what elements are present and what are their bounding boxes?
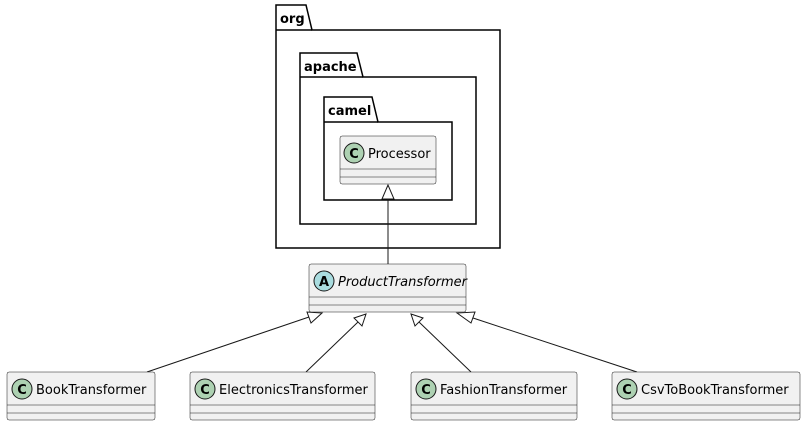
class-name-fashion-transformer: FashionTransformer <box>440 383 568 398</box>
extends-line-book <box>146 316 310 373</box>
extends-arrowhead-csv <box>455 311 476 324</box>
class-name-book-transformer: BookTransformer <box>36 383 147 398</box>
class-product-transformer[interactable]: A ProductTransformer <box>308 263 469 313</box>
class-csv-to-book-transformer[interactable]: C CsvToBookTransformer <box>611 371 801 421</box>
class-marker-icon <box>194 378 216 400</box>
abstract-marker-letter: A <box>319 275 329 290</box>
abstract-marker-icon <box>313 270 335 292</box>
class-marker-icon <box>415 378 437 400</box>
extends-arrowhead-book <box>306 311 324 324</box>
class-name-product-transformer: ProductTransformer <box>338 275 469 290</box>
class-marker-icon <box>343 142 365 164</box>
class-processor[interactable]: C Processor <box>339 135 437 185</box>
class-name-processor: Processor <box>368 147 431 162</box>
extends-arrowhead-electronics <box>353 313 367 327</box>
class-book-transformer[interactable]: C BookTransformer <box>6 371 156 421</box>
package-label-camel: camel <box>328 104 371 119</box>
extends-arrowhead-fashion <box>410 313 424 327</box>
relations <box>146 183 638 373</box>
class-name-csv-to-book-transformer: CsvToBookTransformer <box>641 383 789 398</box>
class-marker-letter: C <box>421 383 431 398</box>
class-marker-letter: C <box>622 383 632 398</box>
class-marker-letter: C <box>17 383 27 398</box>
class-marker-letter: C <box>200 383 210 398</box>
extends-line-fashion <box>418 321 472 373</box>
extends-line-electronics <box>305 321 359 373</box>
class-electronics-transformer[interactable]: C ElectronicsTransformer <box>189 371 376 421</box>
class-marker-icon <box>616 378 638 400</box>
extends-arrowhead-processor <box>381 183 395 200</box>
class-marker-letter: C <box>349 147 359 162</box>
package-label-org: org <box>280 12 305 27</box>
class-name-electronics-transformer: ElectronicsTransformer <box>219 383 369 398</box>
class-marker-icon <box>11 378 33 400</box>
package-label-apache: apache <box>304 60 357 75</box>
class-fashion-transformer[interactable]: C FashionTransformer <box>410 371 578 421</box>
extends-line-csv <box>469 316 638 373</box>
